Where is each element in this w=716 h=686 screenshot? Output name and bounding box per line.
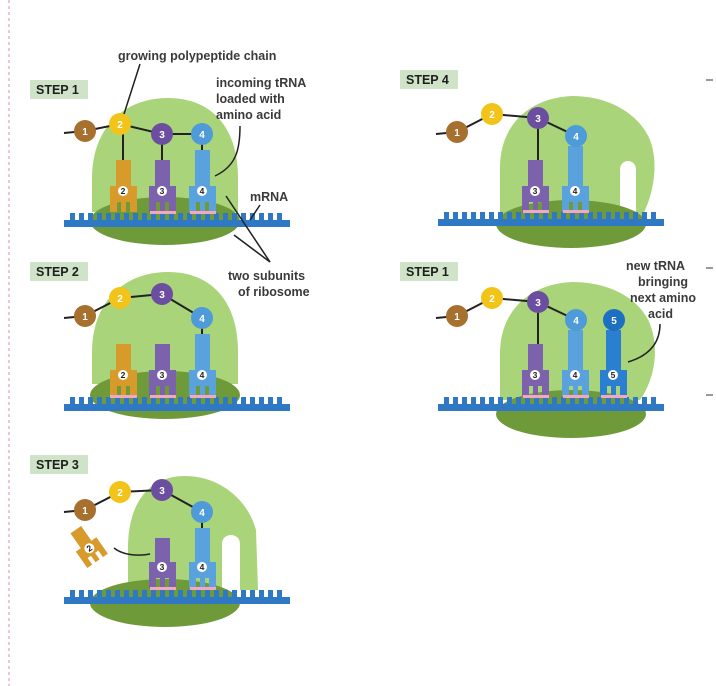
trna-2: 2: [110, 160, 137, 212]
svg-text:1: 1: [82, 127, 88, 138]
svg-text:4: 4: [573, 132, 579, 143]
svg-text:3: 3: [533, 186, 538, 196]
trna-4: 4: [189, 150, 216, 212]
svg-text:5: 5: [611, 316, 617, 327]
panel-step1-repeat: STEP 1 3 4 5: [400, 259, 696, 438]
svg-text:4: 4: [573, 186, 578, 196]
label-new-trna-1: new tRNA: [626, 259, 685, 273]
svg-text:4: 4: [200, 370, 205, 380]
step-box: [400, 262, 458, 281]
svg-text:4: 4: [199, 130, 205, 141]
svg-text:3: 3: [159, 130, 165, 141]
step-box: [30, 262, 88, 281]
trna-3: 3: [149, 538, 176, 588]
svg-text:3: 3: [160, 186, 165, 196]
trna-5: 5: [600, 330, 627, 396]
polypeptide-chain: 1 2 3 4: [63, 283, 213, 334]
step-box: [30, 455, 88, 474]
label-new-trna-4: acid: [648, 307, 673, 321]
panel-step4: STEP 4 3 4 1 2: [400, 70, 664, 248]
svg-text:4: 4: [573, 316, 579, 327]
label-incoming-trna-3: amino acid: [216, 108, 281, 122]
trna-3: 3: [149, 160, 176, 212]
label-incoming-trna-1: incoming tRNA: [216, 76, 306, 90]
step-label: STEP 3: [36, 458, 79, 472]
codon-anticodon-pairs: [110, 395, 216, 398]
mrna-strand: [64, 590, 290, 604]
mrna-strand: [438, 212, 664, 226]
svg-text:2: 2: [85, 543, 95, 554]
svg-text:1: 1: [82, 506, 88, 517]
step-label: STEP 4: [406, 73, 449, 87]
svg-text:1: 1: [454, 128, 460, 139]
svg-text:3: 3: [533, 370, 538, 380]
trna-3: 3: [522, 344, 549, 396]
polypeptide-chain: 1 2 3 4: [435, 103, 587, 160]
svg-text:3: 3: [535, 298, 541, 309]
step-box: [30, 80, 88, 99]
label-two-subunits-2: of ribosome: [238, 285, 310, 299]
codon-anticodon-pairs: [523, 395, 627, 398]
trna-2: 2: [110, 344, 137, 396]
svg-text:2: 2: [489, 110, 495, 121]
label-incoming-trna-2: loaded with: [216, 92, 285, 106]
svg-text:4: 4: [199, 314, 205, 325]
label-new-trna-2: bringing: [638, 275, 688, 289]
svg-text:4: 4: [200, 562, 205, 572]
svg-text:3: 3: [159, 290, 165, 301]
svg-text:4: 4: [199, 508, 205, 519]
step-label: STEP 1: [36, 83, 79, 97]
svg-text:2: 2: [489, 294, 495, 305]
label-new-trna-3: next amino: [630, 291, 696, 305]
svg-text:2: 2: [117, 488, 123, 499]
trna-4: 4: [562, 330, 589, 396]
panel-step3: STEP 3 2 3 4: [30, 455, 290, 627]
codon-anticodon-pairs: [523, 210, 589, 213]
codon-anticodon-pairs: [150, 211, 216, 214]
svg-text:3: 3: [160, 370, 165, 380]
label-two-subunits-1: two subunits: [228, 269, 305, 283]
panel-step1-initial: STEP 1 2 3 4: [30, 49, 310, 299]
mrna-strand: [64, 397, 290, 411]
trna-3: 3: [149, 344, 176, 396]
svg-text:2: 2: [121, 370, 126, 380]
svg-text:4: 4: [200, 186, 205, 196]
step-box: [400, 70, 458, 89]
step-label: STEP 2: [36, 265, 79, 279]
trna-4: 4: [562, 146, 589, 212]
polypeptide-chain: 1 2 3 4 5: [435, 287, 625, 344]
trna-3: 3: [522, 160, 549, 212]
mrna-strand: [438, 397, 664, 411]
svg-text:3: 3: [160, 562, 165, 572]
svg-text:2: 2: [117, 120, 123, 131]
edge-ticks: [706, 79, 713, 396]
svg-text:3: 3: [535, 114, 541, 125]
svg-text:4: 4: [573, 370, 578, 380]
svg-text:3: 3: [159, 486, 165, 497]
svg-text:5: 5: [611, 370, 616, 380]
panel-step2: STEP 2 2 3 4 1: [30, 262, 290, 419]
trna-4: 4: [189, 334, 216, 396]
trna-4: 4: [189, 528, 216, 588]
label-growing-chain: growing polypeptide chain: [118, 49, 276, 63]
svg-text:2: 2: [121, 186, 126, 196]
svg-text:1: 1: [82, 312, 88, 323]
polypeptide-chain: 1 2 3 4: [63, 113, 213, 160]
svg-text:1: 1: [454, 312, 460, 323]
codon-anticodon-pairs: [150, 587, 216, 590]
step-label: STEP 1: [406, 265, 449, 279]
polypeptide-chain: 1 2 3 4: [63, 479, 213, 528]
svg-text:2: 2: [117, 294, 123, 305]
trna-2-departing: 2: [70, 525, 108, 568]
label-mrna: mRNA: [250, 190, 288, 204]
